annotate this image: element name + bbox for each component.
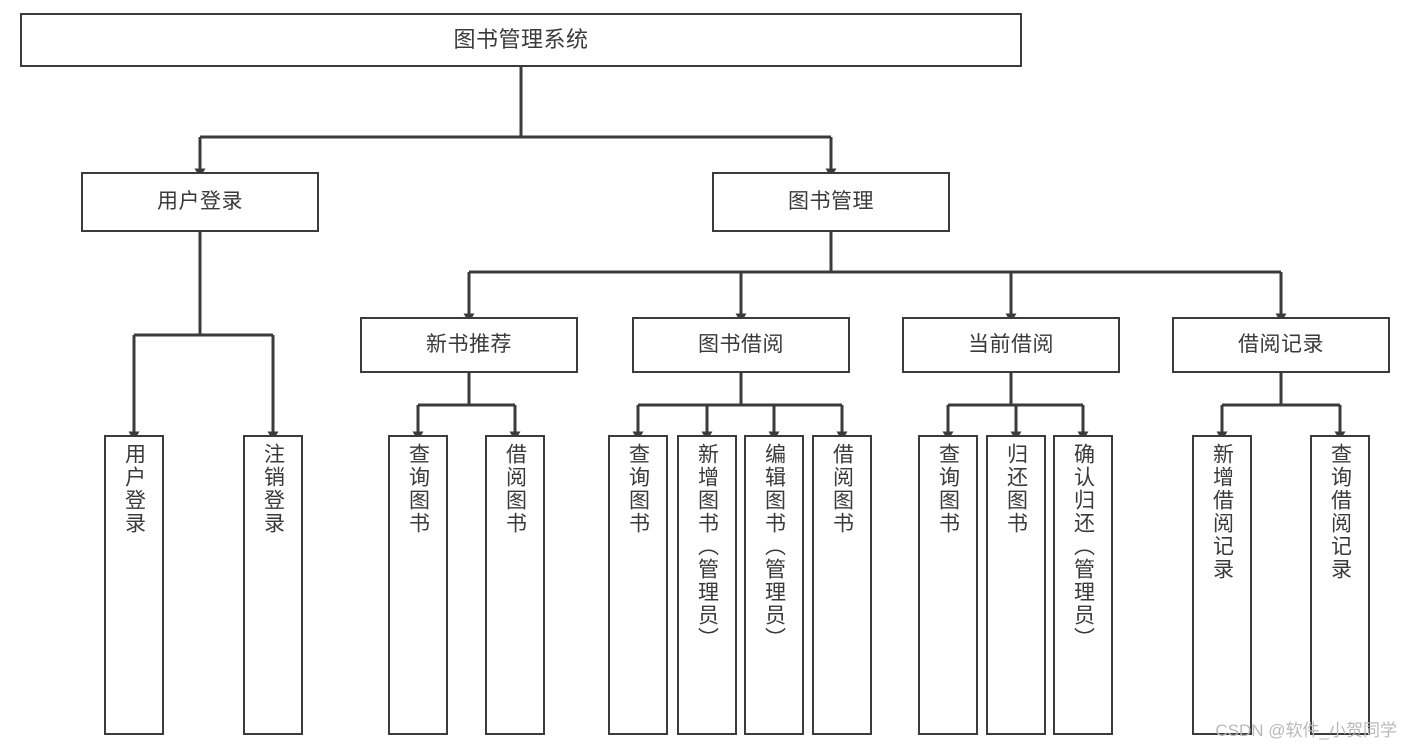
node-level1-0[interactable]: 用户登录 — [81, 172, 319, 232]
node-level2-2-label: 当前借阅 — [968, 332, 1054, 356]
node-level2-3-label: 借阅记录 — [1238, 332, 1324, 356]
node-level2-1[interactable]: 图书借阅 — [632, 317, 850, 373]
node-root[interactable]: 图书管理系统 — [20, 13, 1022, 67]
node-leaf-4[interactable]: 查询图书 — [608, 435, 668, 735]
node-level1-1-label: 图书管理 — [788, 189, 874, 213]
node-leaf-1[interactable]: 注销登录 — [243, 435, 303, 735]
node-leaf-6[interactable]: 编辑图书（管理员） — [744, 435, 804, 735]
node-leaf-1-label: 注销登录 — [261, 443, 285, 535]
node-leaf-12[interactable]: 查询借阅记录 — [1310, 435, 1370, 735]
node-leaf-0-label: 用户登录 — [122, 443, 146, 535]
node-leaf-12-label: 查询借阅记录 — [1328, 443, 1352, 581]
node-level2-1-label: 图书借阅 — [698, 332, 784, 356]
node-leaf-11-label: 新增借阅记录 — [1210, 443, 1234, 581]
node-leaf-11[interactable]: 新增借阅记录 — [1192, 435, 1252, 735]
node-leaf-3-label: 借阅图书 — [503, 443, 527, 535]
node-leaf-10[interactable]: 确认归还（管理员） — [1053, 435, 1113, 735]
node-leaf-8-label: 查询图书 — [936, 443, 960, 535]
node-leaf-9[interactable]: 归还图书 — [986, 435, 1046, 735]
node-leaf-2[interactable]: 查询图书 — [388, 435, 448, 735]
node-leaf-2-label: 查询图书 — [406, 443, 430, 535]
node-leaf-10-label: 确认归还（管理员） — [1071, 443, 1095, 650]
node-root-label: 图书管理系统 — [453, 27, 589, 53]
node-leaf-7-label: 借阅图书 — [830, 443, 854, 535]
node-leaf-5-label: 新增图书（管理员） — [695, 443, 719, 650]
node-leaf-5[interactable]: 新增图书（管理员） — [677, 435, 737, 735]
node-leaf-7[interactable]: 借阅图书 — [812, 435, 872, 735]
node-level2-2[interactable]: 当前借阅 — [902, 317, 1120, 373]
node-leaf-8[interactable]: 查询图书 — [918, 435, 978, 735]
node-leaf-9-label: 归还图书 — [1004, 443, 1028, 535]
node-level1-1[interactable]: 图书管理 — [712, 172, 950, 232]
node-level2-0[interactable]: 新书推荐 — [360, 317, 578, 373]
node-level2-0-label: 新书推荐 — [426, 332, 512, 356]
node-leaf-6-label: 编辑图书（管理员） — [762, 443, 786, 650]
watermark-text: CSDN @软件_小贺同学 — [1215, 721, 1397, 740]
node-leaf-0[interactable]: 用户登录 — [104, 435, 164, 735]
node-leaf-4-label: 查询图书 — [626, 443, 650, 535]
node-level2-3[interactable]: 借阅记录 — [1172, 317, 1390, 373]
node-leaf-3[interactable]: 借阅图书 — [485, 435, 545, 735]
node-level1-0-label: 用户登录 — [157, 189, 243, 213]
